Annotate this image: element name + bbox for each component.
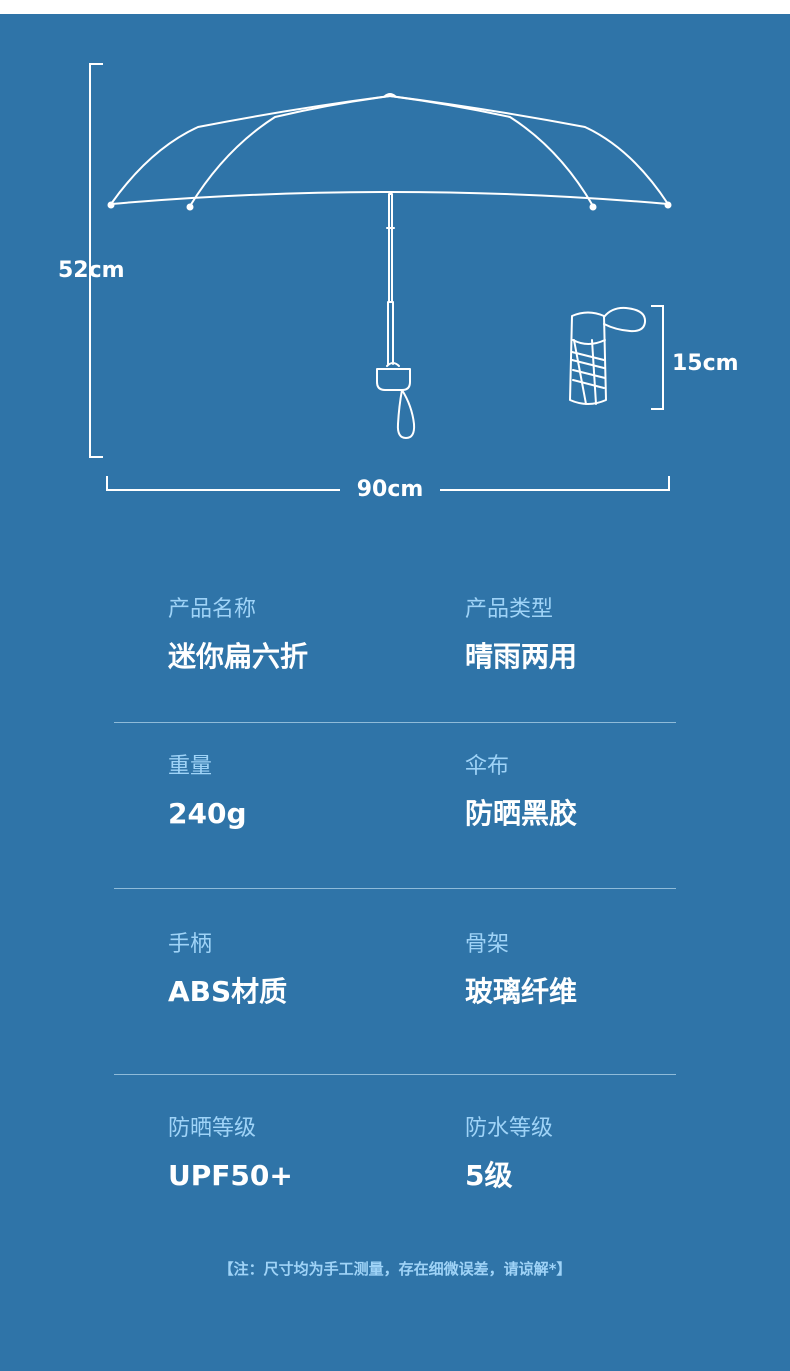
spec-label: 骨架 <box>465 932 510 957</box>
spec-item-product-type: 产品类型 晴雨两用 <box>465 596 577 674</box>
spec-label: 产品类型 <box>465 597 554 622</box>
spec-item-uv-rating: 防晒等级 UPF50+ <box>168 1115 293 1193</box>
spec-label: 防晒等级 <box>168 1116 257 1141</box>
spec-label: 手柄 <box>168 932 213 957</box>
spec-value: 迷你扁六折 <box>168 640 309 673</box>
spec-row: 重量 240g 伞布 防晒黑胶 <box>114 723 676 889</box>
folded-umbrella-icon <box>569 306 647 405</box>
spec-row: 产品名称 迷你扁六折 产品类型 晴雨两用 <box>114 574 676 723</box>
spec-value: UPF50+ <box>168 1159 293 1192</box>
spec-value: 5级 <box>465 1159 513 1192</box>
spec-item-waterproof-rating: 防水等级 5级 <box>465 1115 553 1193</box>
spec-item-handle: 手柄 ABS材质 <box>168 931 287 1009</box>
width-bracket <box>106 476 670 491</box>
spec-value: 240g <box>168 797 247 830</box>
spec-table: 产品名称 迷你扁六折 产品类型 晴雨两用 重量 240g 伞布 防晒黑胶 手柄 … <box>114 574 676 1225</box>
spec-item-weight: 重量 240g <box>168 753 247 831</box>
closed-length-dimension-label: 15cm <box>672 351 739 376</box>
spec-item-canopy: 伞布 防晒黑胶 <box>465 753 577 831</box>
spec-row: 手柄 ABS材质 骨架 玻璃纤维 <box>114 889 676 1075</box>
closed-length-bracket <box>651 305 664 410</box>
width-dimension-label: 90cm <box>340 478 440 502</box>
height-dimension-label: 52cm <box>58 258 125 283</box>
spec-label: 防水等级 <box>465 1116 554 1141</box>
spec-label: 产品名称 <box>168 597 257 622</box>
size-diagram: 52cm 90cm 15cm <box>0 14 790 534</box>
dimension-lines <box>89 63 672 491</box>
height-bracket <box>89 63 103 458</box>
spec-value: ABS材质 <box>168 975 288 1008</box>
spec-item-frame: 骨架 玻璃纤维 <box>465 931 577 1009</box>
product-spec-panel: 52cm 90cm 15cm 产品名称 迷你扁六折 产品类型 晴雨两用 重量 2… <box>0 14 790 1371</box>
open-umbrella-icon <box>107 93 672 439</box>
spec-item-product-name: 产品名称 迷你扁六折 <box>168 596 308 674</box>
spec-value: 玻璃纤维 <box>465 975 578 1008</box>
spec-row: 防晒等级 UPF50+ 防水等级 5级 <box>114 1075 676 1225</box>
spec-value: 防晒黑胶 <box>465 797 578 830</box>
spec-label: 伞布 <box>465 754 510 779</box>
spec-value: 晴雨两用 <box>465 640 578 673</box>
spec-label: 重量 <box>168 754 213 779</box>
measurement-footnote: 【注：尺寸均为手工测量，存在细微误差，请谅解*】 <box>218 1260 572 1278</box>
